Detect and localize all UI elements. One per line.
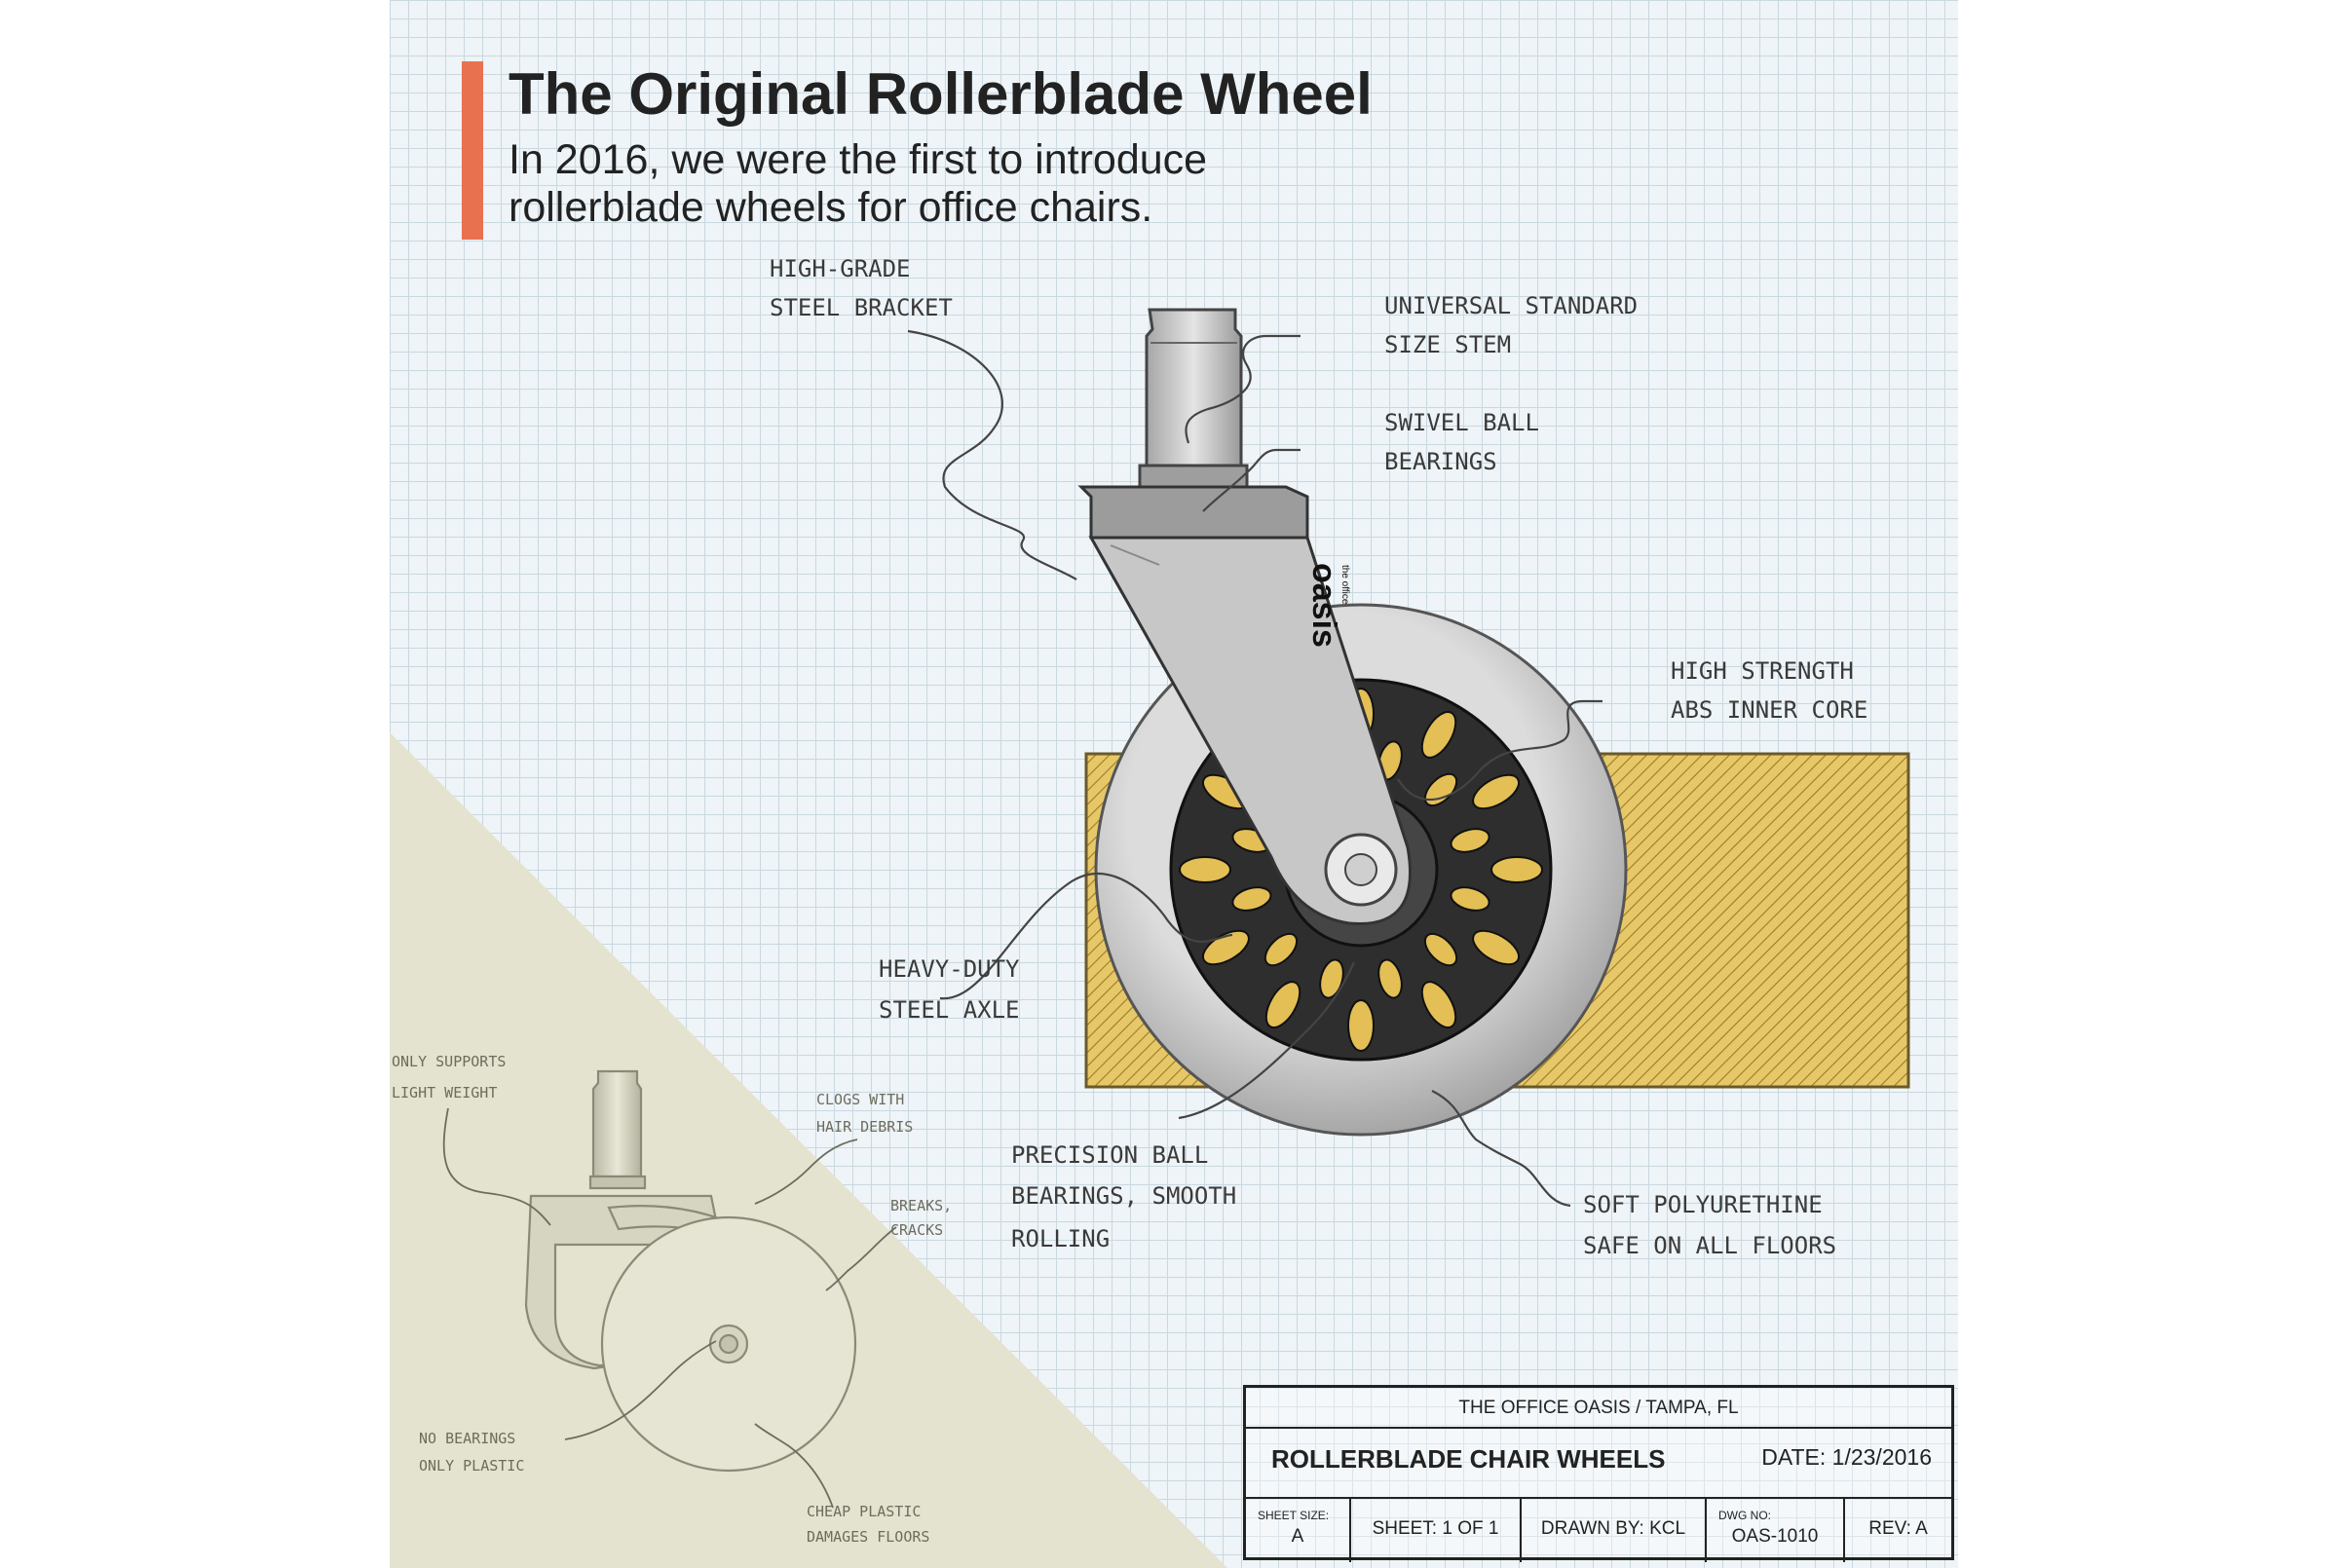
leader-damage [754, 1423, 834, 1509]
leader-axle [939, 873, 1233, 1000]
subtitle-line-1: In 2016, we were the first to introduce [509, 136, 1208, 183]
label-clogs-2: HAIR DEBRIS [816, 1118, 913, 1136]
leader-supports [442, 1107, 551, 1226]
wheel-illustration: oasis the office [390, 255, 1910, 1568]
core-holes [1179, 688, 1543, 1052]
label-bracket-2: STEEL BRACKET [770, 294, 953, 321]
sheet-number: SHEET: 1 OF 1 [1372, 1518, 1499, 1539]
core-hole [1377, 958, 1403, 999]
title-block-project: ROLLERBLADE CHAIR WHEELS [1271, 1444, 1666, 1474]
stem [1145, 308, 1243, 469]
cell-drawn-by: DRAWN BY: KCL [1522, 1499, 1707, 1562]
leader-swivel [1202, 448, 1301, 512]
core-hole [1201, 929, 1250, 966]
core-hole [1264, 981, 1301, 1029]
dwg-value: OAS-1010 [1731, 1526, 1819, 1547]
drawn-by: DRAWN BY: KCL [1540, 1518, 1686, 1539]
dwg-label: DWG NO: [1718, 1509, 1771, 1522]
label-stem-2: SIZE STEM [1384, 331, 1511, 358]
label-bearings-1: NO BEARINGS [419, 1430, 515, 1447]
label-swivel-2: BEARINGS [1384, 448, 1497, 475]
label-core-1: HIGH STRENGTH [1671, 657, 1854, 685]
core-hole [1450, 828, 1490, 853]
sheet-size-value: A [1291, 1526, 1304, 1547]
label-supports-1: ONLY SUPPORTS [392, 1053, 506, 1070]
core-hole [1263, 932, 1299, 967]
label-precision-2: BEARINGS, SMOOTH [1011, 1182, 1236, 1210]
label-damage-2: DAMAGES FLOORS [807, 1528, 929, 1546]
core-hole [1423, 772, 1458, 807]
sheet-size-label: SHEET SIZE: [1258, 1509, 1330, 1522]
label-supports-2: LIGHT WEIGHT [392, 1084, 497, 1101]
label-bearings-2: ONLY PLASTIC [419, 1457, 524, 1475]
label-breaks-1: BREAKS, [890, 1197, 952, 1214]
label-axle-1: HEAVY-DUTY [879, 955, 1020, 983]
core-hole [1231, 886, 1272, 912]
revision: REV: A [1868, 1518, 1928, 1539]
label-soft-2: SAFE ON ALL FLOORS [1583, 1232, 1836, 1259]
leader-bracket [907, 329, 1077, 580]
cell-sheet: SHEET: 1 OF 1 [1351, 1499, 1522, 1562]
cell-rev: REV: A [1845, 1499, 1951, 1562]
title-accent-bar [462, 61, 483, 240]
label-stem-1: UNIVERSAL STANDARD [1384, 292, 1638, 319]
title-block-company: THE OFFICE OASIS / TAMPA, FL [1246, 1388, 1951, 1429]
old-stem [591, 1069, 643, 1178]
label-axle-2: STEEL AXLE [879, 996, 1020, 1024]
drawing-canvas: oasis the office [390, 0, 1958, 1568]
title-block-row: SHEET SIZE: A SHEET: 1 OF 1 DRAWN BY: KC… [1246, 1497, 1951, 1562]
subtitle-line-2: rollerblade wheels for office chairs. [509, 184, 1153, 231]
label-swivel-1: SWIVEL BALL [1384, 409, 1539, 436]
leader-breaks [825, 1226, 897, 1291]
title-block-date: DATE: 1/23/2016 [1761, 1444, 1932, 1470]
label-core-2: ABS INNER CORE [1671, 696, 1867, 724]
comparison-region [390, 732, 1227, 1568]
cell-sheet-size: SHEET SIZE: A [1246, 1499, 1351, 1562]
leader-core [1397, 699, 1603, 801]
label-damage-1: CHEAP PLASTIC [807, 1503, 921, 1520]
core-hole [1472, 773, 1521, 810]
title-block: THE OFFICE OASIS / TAMPA, FL ROLLERBLADE… [1243, 1385, 1954, 1562]
bracket-top [1077, 485, 1309, 540]
core-hole [1472, 929, 1521, 966]
oasis-logo: oasis [1305, 563, 1342, 648]
label-precision-1: PRECISION BALL [1011, 1141, 1208, 1169]
label-breaks-2: CRACKS [890, 1221, 943, 1239]
old-wheel [524, 1069, 857, 1473]
core-hole [1450, 886, 1490, 912]
label-soft-1: SOFT POLYURETHINE [1583, 1191, 1823, 1218]
leader-bearings [564, 1340, 717, 1440]
label-clogs-1: CLOGS WITH [816, 1091, 904, 1108]
cell-dwg: DWG NO: OAS-1010 [1707, 1499, 1845, 1562]
core-hole [1420, 710, 1457, 759]
oasis-logo-small: the office [1339, 565, 1350, 605]
leader-clogs [754, 1139, 858, 1205]
bracket-arm [1088, 536, 1412, 926]
leader-stem [1185, 334, 1301, 444]
label-bracket-1: HIGH-GRADE [770, 255, 911, 282]
page-title: The Original Rollerblade Wheel [509, 61, 1373, 127]
leader-precision [1178, 961, 1356, 1120]
leader-soft [1431, 1090, 1571, 1208]
label-precision-3: ROLLING [1011, 1225, 1110, 1252]
core-hole [1347, 999, 1375, 1052]
core-hole [1179, 856, 1231, 883]
core-hole [1420, 981, 1457, 1029]
core-hole [1423, 932, 1458, 967]
core-hole [1490, 856, 1543, 883]
core-hole [1319, 958, 1344, 999]
